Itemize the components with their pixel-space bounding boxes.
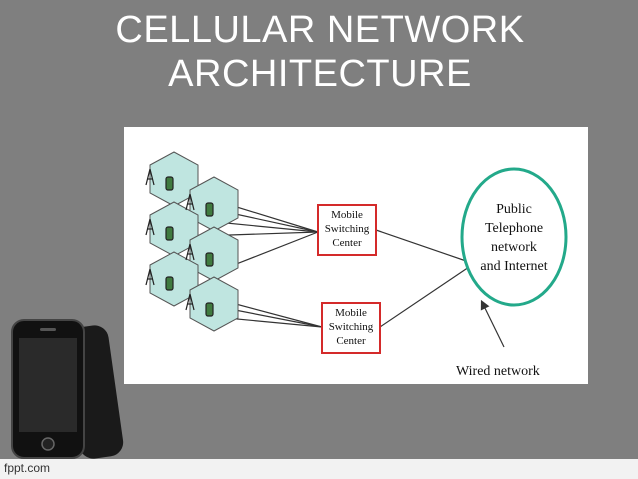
wired-network-label: Wired network <box>456 364 540 379</box>
switching-center-2: Mobile Switching Center <box>321 302 381 354</box>
cell-equipment <box>145 168 214 317</box>
switching-center-2-line3: Center <box>336 335 366 347</box>
mobile-phone-icon <box>165 276 174 291</box>
mobile-phone-icon <box>165 226 174 241</box>
footer-brand: fppt.com <box>4 461 51 475</box>
switch-to-network-links <box>375 229 470 328</box>
cell-cluster <box>149 151 239 332</box>
mobile-phone-icon <box>205 252 214 267</box>
network-diagram-canvas: Mobile Switching Center Mobile Switching… <box>145 151 568 379</box>
network-cloud-line1: Public <box>496 202 532 217</box>
network-cloud-line2: Telephone <box>485 221 543 236</box>
switching-center-1: Mobile Switching Center <box>317 204 377 256</box>
antenna-tower-icon <box>185 193 195 211</box>
antenna-tower-icon <box>185 293 195 311</box>
mobile-phone-icon <box>205 202 214 217</box>
switching-center-1-line2: Switching <box>325 223 370 235</box>
antenna-tower-icon <box>145 218 155 236</box>
switching-center-1-line3: Center <box>332 237 362 249</box>
antenna-tower-icon <box>145 268 155 286</box>
switching-center-2-line1: Mobile <box>335 307 367 319</box>
mobile-phone-icon <box>205 302 214 317</box>
switching-center-2-line2: Switching <box>329 321 374 333</box>
mobile-phone-icon <box>165 176 174 191</box>
wired-network-arrow <box>480 299 505 348</box>
antenna-tower-icon <box>145 168 155 186</box>
cell-hexagon <box>189 276 239 332</box>
slide-title: CELLULAR NETWORK ARCHITECTURE <box>115 9 525 95</box>
switching-center-1-line1: Mobile <box>331 209 363 221</box>
footer-bar <box>0 459 638 479</box>
network-diagram: Mobile Switching Center Mobile Switching… <box>124 127 588 384</box>
smartphone-icon <box>11 319 124 459</box>
public-network-cloud: Public Telephone network and Internet <box>460 167 568 307</box>
network-cloud-line3: network <box>491 240 537 255</box>
network-cloud-line4: and Internet <box>480 259 547 274</box>
antenna-tower-icon <box>185 243 195 261</box>
